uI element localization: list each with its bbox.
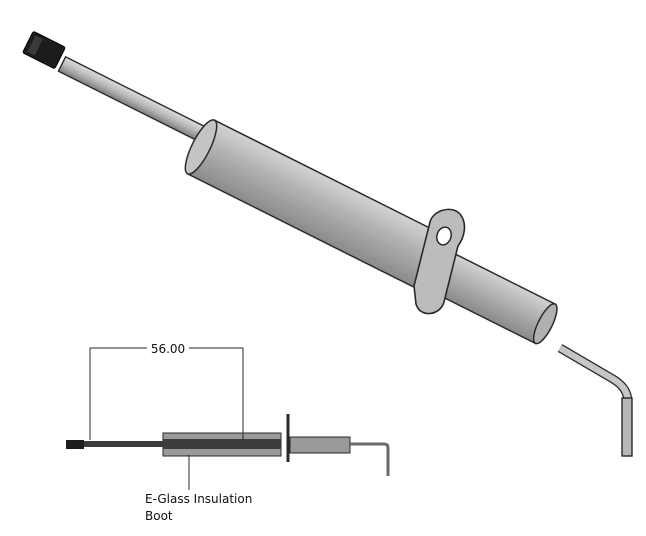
callout-line-1: E-Glass Insulation: [145, 492, 253, 506]
insulation-boot-label: E-Glass Insulation Boot: [145, 491, 285, 525]
side-connector: [66, 440, 84, 449]
side-rear-rod: [84, 441, 164, 447]
side-boot-core: [163, 439, 281, 449]
rear-rod: [57, 55, 210, 144]
dimension-line: [89, 347, 244, 440]
isometric-view: [22, 31, 633, 457]
front-cylinder: [427, 249, 558, 345]
mounting-flange: [413, 208, 466, 315]
side-view: 56.00: [66, 340, 390, 490]
connector-terminal: [22, 31, 66, 69]
side-front-cylinder: [289, 436, 351, 454]
callout-line-2: Boot: [145, 509, 173, 523]
side-electrode: [350, 442, 390, 476]
electrode-tip: [557, 344, 633, 457]
dimension-value: 56.00: [151, 342, 185, 356]
main-cylinder-body: [184, 119, 443, 289]
